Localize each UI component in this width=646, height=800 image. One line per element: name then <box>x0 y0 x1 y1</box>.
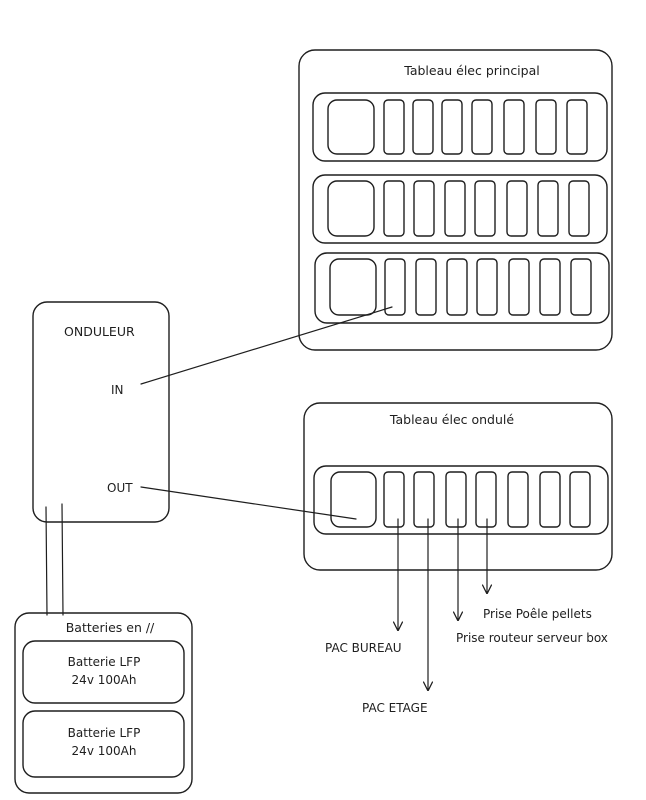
main-panel-frame <box>298 49 613 351</box>
label-prise-routeur: Prise routeur serveur box <box>456 631 608 645</box>
main-panel-row-3 <box>314 252 610 324</box>
battery-1 <box>22 640 185 704</box>
inverter-in-label: IN <box>111 383 124 397</box>
breaker <box>444 180 466 237</box>
breaker <box>446 258 468 316</box>
breaker <box>475 471 497 528</box>
battery-1-spec: 24v 100Ah <box>72 673 137 687</box>
battery-bank-title: Batteries en // <box>66 620 155 635</box>
battery-bank-frame <box>14 612 193 794</box>
main-breaker <box>327 180 375 237</box>
breaker <box>535 99 557 155</box>
din-rail <box>314 252 610 324</box>
label-pac-etage: PAC ETAGE <box>362 701 428 715</box>
breaker <box>570 258 592 316</box>
breaker <box>383 471 405 528</box>
breaker <box>566 99 588 155</box>
wire-battery-positive <box>45 506 48 616</box>
battery-2-type: Batterie LFP <box>68 726 141 740</box>
breaker <box>507 471 529 528</box>
breaker <box>474 180 496 237</box>
main-breaker <box>330 471 377 528</box>
wire-main-to-inverter-in <box>140 306 393 385</box>
wire-inverter-out-to-ups-panel <box>140 486 357 520</box>
main-breaker <box>327 99 375 155</box>
breaker <box>383 180 405 237</box>
breaker <box>569 471 591 528</box>
breaker <box>412 99 434 155</box>
battery-2-spec: 24v 100Ah <box>72 744 137 758</box>
inverter-title: ONDULEUR <box>64 324 135 339</box>
breaker <box>415 258 437 316</box>
breaker <box>413 180 435 237</box>
din-rail <box>313 465 609 535</box>
breaker <box>384 258 406 316</box>
breaker <box>471 99 493 155</box>
inverter-box <box>32 301 170 523</box>
breaker <box>539 471 561 528</box>
battery-2 <box>22 710 185 778</box>
breaker <box>506 180 528 237</box>
breaker <box>445 471 467 528</box>
battery-bank: Batteries en // Batterie LFP 24v 100Ah B… <box>14 612 193 794</box>
inverter-out-label: OUT <box>107 481 133 495</box>
breaker <box>476 258 498 316</box>
wire-battery-negative <box>61 503 64 616</box>
main-panel-row-1 <box>312 92 608 162</box>
label-prise-poele: Prise Poêle pellets <box>483 607 592 621</box>
breaker <box>539 258 561 316</box>
breaker <box>503 99 525 155</box>
ups-panel-title: Tableau élec ondulé <box>389 412 514 427</box>
main-panel-row-2 <box>312 174 608 244</box>
inverter: ONDULEUR IN OUT <box>32 301 170 523</box>
main-panel: Tableau élec principal <box>298 49 613 351</box>
breaker <box>568 180 590 237</box>
din-rail <box>312 92 608 162</box>
breaker <box>413 471 435 528</box>
main-breaker <box>329 258 377 316</box>
breaker <box>508 258 530 316</box>
breaker <box>441 99 463 155</box>
din-rail <box>312 174 608 244</box>
breaker <box>383 99 405 155</box>
main-panel-title: Tableau élec principal <box>403 63 539 78</box>
label-pac-bureau: PAC BUREAU <box>325 641 402 655</box>
battery-1-type: Batterie LFP <box>68 655 141 669</box>
breaker <box>537 180 559 237</box>
